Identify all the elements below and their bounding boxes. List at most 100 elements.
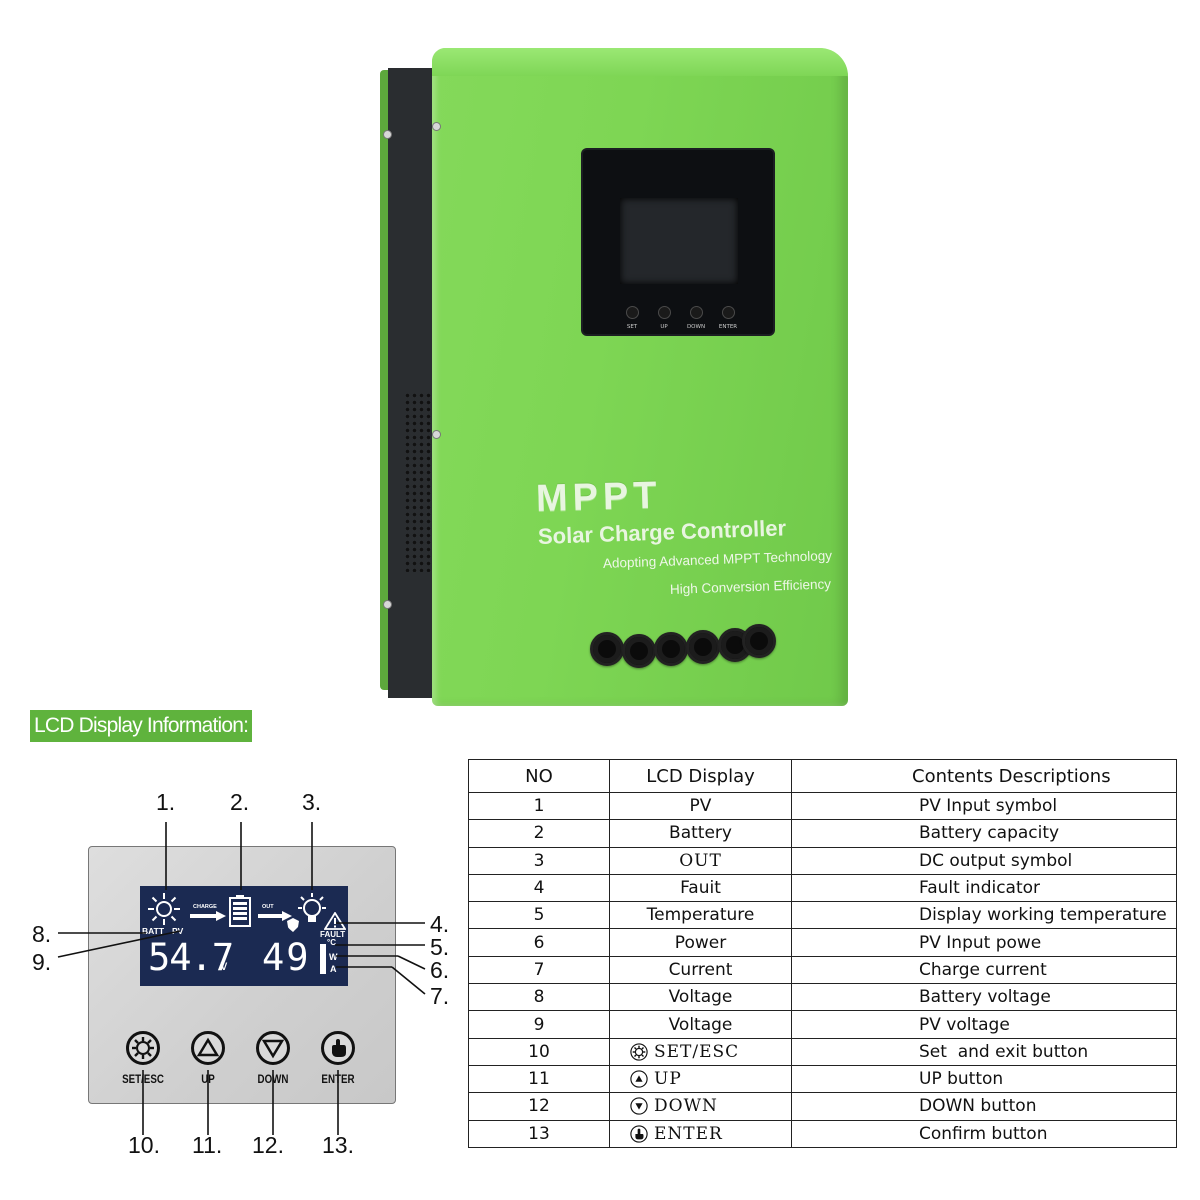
cable-port [590, 632, 624, 666]
lcd-batt-label: BATT [142, 926, 165, 936]
lcd-charge-label: CHARGE [193, 904, 217, 910]
row-number: 7 [468, 955, 610, 985]
row-description: PV voltage [791, 1010, 1177, 1039]
row-description: UP button [791, 1064, 1177, 1094]
sun-icon [148, 893, 180, 925]
brand-title: MPPT [535, 474, 663, 520]
arrow-right-icon [258, 911, 292, 921]
enter-button[interactable] [321, 1031, 355, 1065]
lcd-digit-one [320, 944, 326, 974]
bezel-up-button[interactable] [658, 306, 671, 319]
bezel-label: UP [660, 324, 668, 330]
lcd-display-label: Voltage [668, 1014, 733, 1035]
row-lcd-display: Voltage [609, 1010, 792, 1039]
row-number: 1 [468, 791, 610, 821]
gear-icon [132, 1037, 154, 1059]
table-row: 4 Fauit Fault indicator [468, 873, 1177, 903]
front-panel [432, 48, 848, 706]
row-description: Fault indicator [791, 873, 1177, 903]
up-triangle-icon [196, 1037, 220, 1057]
bezel-enter-button[interactable] [722, 306, 735, 319]
bezel-label: DOWN [686, 324, 706, 330]
battery-icon [229, 895, 251, 927]
row-lcd-display: Current [609, 955, 792, 985]
lcd-voltage-value: 54.7 [148, 936, 234, 979]
screw-icon [383, 600, 392, 609]
row-lcd-display: Temperature [609, 901, 792, 930]
shield-icon [287, 918, 299, 932]
hand-pointer-icon [630, 1125, 648, 1143]
cable-port [654, 632, 688, 666]
row-description: Battery capacity [791, 819, 1177, 848]
row-number: 10 [468, 1037, 610, 1066]
front-top-edge [432, 48, 848, 76]
up-button[interactable] [191, 1031, 225, 1065]
lcd-display-label: OUT [679, 850, 722, 871]
callout-number: 8. [32, 921, 52, 947]
row-number: 12 [468, 1092, 610, 1121]
header-lcd-display: LCD Display [609, 759, 792, 793]
lcd-display-label: Power [674, 932, 727, 953]
screw-icon [432, 122, 441, 131]
lcd-display-label: SET/ESC [654, 1041, 740, 1062]
row-number: 2 [468, 819, 610, 848]
down-triangle-icon [630, 1097, 648, 1116]
bezel-set-button[interactable] [626, 306, 639, 319]
down-button[interactable] [256, 1031, 290, 1065]
row-description: DOWN button [791, 1092, 1177, 1121]
lcd-display-label: Fauit [680, 878, 721, 899]
set-esc-button[interactable] [126, 1031, 160, 1065]
table-row: 3 OUT DC output symbol [468, 846, 1177, 875]
button-label: DOWN [257, 1074, 289, 1086]
table-row: 10 SET/ESC Set and exit button [468, 1037, 1177, 1066]
cable-port [686, 630, 720, 664]
button-label: ENTER [321, 1074, 355, 1086]
row-lcd-display: Voltage [609, 983, 792, 1012]
callout-number: 3. [302, 789, 322, 815]
callout-number: 4. [430, 911, 450, 937]
row-lcd-display: ENTER [609, 1119, 792, 1148]
row-description: DC output symbol [791, 846, 1177, 875]
lcd-display-label: Temperature [646, 905, 755, 926]
lcd-unit-amp: A [330, 964, 337, 974]
row-number: 8 [468, 983, 610, 1012]
callout-number: 1. [156, 789, 176, 815]
lcd-unit-celsius: °C [327, 938, 336, 947]
warning-icon [324, 912, 346, 930]
row-lcd-display: Battery [609, 819, 792, 848]
button-label: UP [201, 1074, 215, 1086]
row-number: 13 [468, 1119, 610, 1148]
row-lcd-display: UP [609, 1064, 792, 1094]
callout-number: 5. [430, 934, 450, 960]
lcd-display-label: PV [689, 796, 712, 817]
callout-number: 2. [230, 789, 250, 815]
table-row: 1 PV PV Input symbol [468, 791, 1177, 821]
gear-icon [630, 1043, 648, 1061]
row-number: 4 [468, 873, 610, 903]
lcd-fault-label: FAULT [320, 930, 346, 939]
down-triangle-icon [261, 1039, 285, 1059]
row-number: 6 [468, 928, 610, 957]
bezel-down-button[interactable] [690, 306, 703, 319]
row-description: PV Input symbol [791, 791, 1177, 821]
row-number: 9 [468, 1010, 610, 1039]
row-number: 3 [468, 846, 610, 875]
row-description: Set and exit button [791, 1037, 1177, 1066]
up-triangle-icon [630, 1070, 648, 1088]
lcd-voltage-unit: v [220, 959, 228, 974]
row-lcd-display: PV [609, 791, 792, 821]
hand-pointer-icon [332, 1039, 346, 1057]
row-lcd-display: Power [609, 928, 792, 957]
callout-number: 11. [192, 1132, 223, 1158]
row-description: Battery voltage [791, 983, 1177, 1012]
screw-icon [432, 430, 441, 439]
table-header-row: NO LCD Display Contents Descriptions [468, 759, 1177, 793]
section-heading: LCD Display Information: [30, 710, 253, 742]
header-description: Contents Descriptions [791, 759, 1177, 793]
bezel-label: ENTER [718, 324, 738, 330]
callout-number: 7. [430, 983, 450, 1009]
